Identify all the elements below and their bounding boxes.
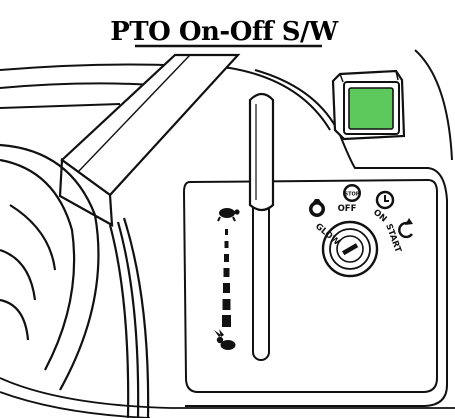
pto-switch[interactable] (331, 69, 406, 141)
console-outline (185, 134, 448, 407)
dashboard-top-edges (0, 49, 453, 161)
steering-arm (58, 53, 241, 227)
stop-badge-text: STOP (345, 192, 360, 198)
start-arrow-icon (398, 218, 413, 239)
steering-arm-edge (77, 54, 191, 173)
steering-hub (0, 143, 150, 418)
turtle-icon (217, 208, 240, 222)
throttle-lever[interactable] (248, 92, 275, 361)
pto-green-button[interactable] (348, 87, 394, 130)
dashboard-bottom-edges (0, 377, 455, 418)
switch-panel (182, 178, 438, 393)
stop-icon: STOP (343, 184, 361, 202)
diagram-title: PTO On-Off S/W (110, 17, 339, 47)
rabbit-icon (214, 329, 236, 350)
off-label: OFF (338, 204, 357, 214)
on-icon (375, 190, 395, 210)
glow-plug-icon (309, 199, 325, 217)
throttle-speed-scale (222, 229, 231, 327)
key-switch[interactable] (321, 220, 379, 278)
